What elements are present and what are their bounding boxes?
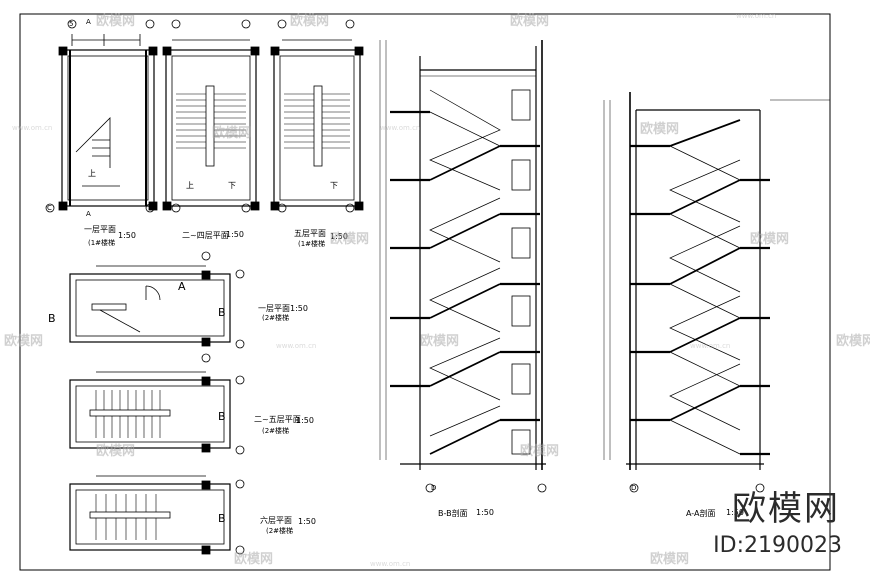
plan1-title: 一层平面	[84, 225, 116, 234]
grid-label-b-plan4: B	[48, 312, 56, 325]
plan4-scale: 1:50	[290, 304, 308, 313]
stair-plan-2	[162, 19, 260, 213]
plan6-subtitle: (2#楼梯	[266, 527, 294, 535]
grid-label-5: 5	[69, 20, 74, 28]
plan3-subtitle: (1#楼梯	[298, 240, 326, 248]
watermark-url: www.om.cn	[12, 124, 53, 132]
plan5-subtitle: (2#楼梯	[262, 427, 290, 435]
plan2-scale: 1:50	[226, 230, 244, 239]
watermark-tile: 欧模网	[212, 126, 252, 141]
watermark-url: www.om.cn	[370, 560, 411, 568]
grid-label-b-plan5: B	[218, 410, 226, 423]
plan2-title: 二~四层平面	[182, 231, 229, 240]
watermark-tile: 欧模网	[750, 232, 790, 247]
plan4-title: 一层平面	[258, 304, 290, 313]
plan5-title: 二~五层平面	[254, 415, 301, 424]
down-label-plan2: 下	[228, 181, 236, 190]
up-label-plan2: 上	[186, 181, 194, 190]
watermark-url: www.om.cn	[276, 342, 317, 350]
watermark-tile: 欧模网	[4, 334, 44, 349]
grid-label-a-bottom: A	[86, 210, 91, 218]
watermark-tile: 欧模网	[836, 334, 870, 349]
watermark-url: www.om.cn	[736, 12, 777, 20]
watermark-tile: 欧模网	[420, 334, 460, 349]
grid-label-a-top: A	[86, 18, 91, 26]
watermark-tile: 欧模网	[96, 14, 136, 29]
section-a-a	[603, 92, 830, 493]
brand-logo-text: 欧模网	[732, 489, 840, 529]
grid-label-b-plan4-right: B	[218, 306, 226, 319]
watermark-tile: 欧模网	[330, 232, 370, 247]
stair-plan-1	[45, 19, 158, 213]
section-bb-scale: 1:50	[476, 508, 494, 517]
plan4-subtitle: (2#楼梯	[262, 314, 290, 322]
watermark-tile: 欧模网	[234, 552, 274, 567]
watermark-url: www.om.cn	[690, 342, 731, 350]
watermark-tile: 欧模网	[510, 14, 550, 29]
section-aa-scale: 1:50	[726, 508, 744, 517]
watermark-tile: 欧模网	[96, 444, 136, 459]
section-aa-title: A-A剖面	[686, 509, 716, 518]
section-b-b	[379, 40, 547, 493]
stair-plan-3	[270, 19, 364, 213]
stair-plan-5	[69, 371, 245, 455]
stair-plan-4	[69, 251, 245, 363]
watermark-url: www.om.cn	[380, 124, 421, 132]
grid-label-d-aa: D	[631, 484, 637, 492]
plan6-scale: 1:50	[298, 517, 316, 526]
plan5-scale: 1:50	[296, 416, 314, 425]
watermark-tile: 欧模网	[650, 552, 690, 567]
watermark-tile: 欧模网	[520, 444, 560, 459]
plan3-title: 五层平面	[294, 229, 326, 238]
plan1-scale: 1:50	[118, 231, 136, 240]
image-id: ID:2190023	[713, 533, 842, 558]
down-label-plan3: 下	[330, 181, 338, 190]
sheet-border	[19, 13, 831, 571]
stair-plan-6	[69, 475, 245, 555]
section-bb-title: B-B剖面	[438, 509, 468, 518]
watermark-tile: 欧模网	[640, 122, 680, 137]
grid-label-c: C	[47, 204, 52, 212]
grid-label-b-plan6: B	[218, 512, 226, 525]
plan6-title: 六层平面	[260, 516, 292, 525]
watermark-tile: 欧模网	[290, 14, 330, 29]
grid-label-a-plan4: A	[178, 280, 186, 293]
up-label-plan1: 上	[88, 169, 96, 178]
plan1-subtitle: (1#楼梯	[88, 239, 116, 247]
plan3-scale: 1:50	[330, 232, 348, 241]
grid-label-d-bb: D	[431, 484, 437, 492]
